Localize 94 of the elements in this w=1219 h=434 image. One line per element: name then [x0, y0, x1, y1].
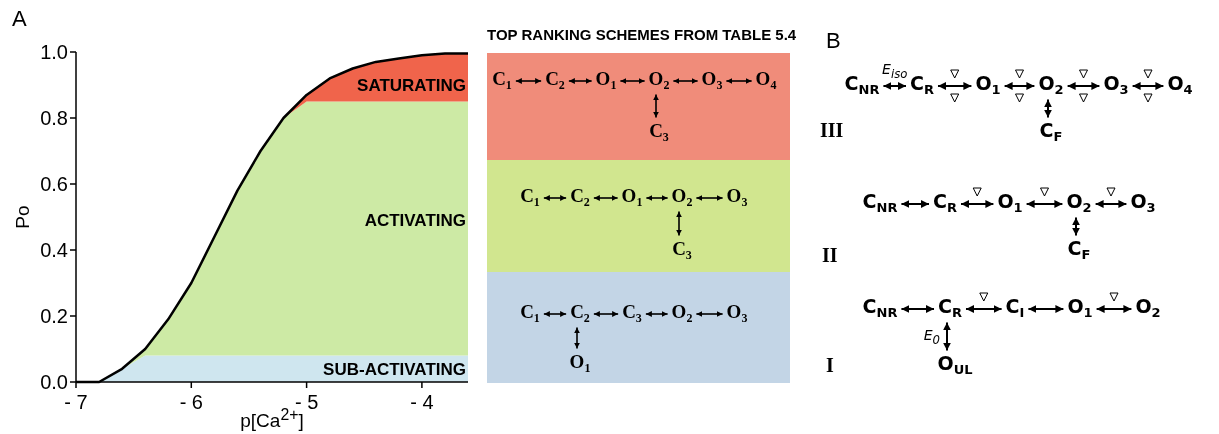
arrow — [960, 200, 995, 208]
state-label: C$_{3}$ — [649, 120, 669, 144]
arrow — [593, 195, 619, 201]
tick-label: 0.2 — [40, 306, 68, 326]
state-label: C$_{2}$ — [570, 301, 590, 325]
state-label: C$_{F}$ — [1039, 120, 1063, 144]
state-label: C$_{1}$ — [520, 185, 540, 209]
state-label: O$_{2}$ — [1066, 191, 1092, 215]
state-label: C$_{NR}$ — [862, 296, 898, 320]
arrow — [1066, 82, 1101, 90]
state-label: O$_{2}$ — [648, 68, 670, 92]
scheme-numeral: III — [820, 120, 844, 140]
arrow — [900, 200, 930, 208]
state-label: C$_{NR}$ — [844, 73, 880, 97]
state-label: O$_{1}$ — [621, 185, 643, 209]
arrow — [568, 78, 593, 84]
arrow — [1094, 200, 1128, 208]
arrow — [695, 311, 724, 317]
tick-label: - 4 — [410, 392, 434, 412]
state-label: O$_{3}$ — [726, 185, 748, 209]
arrow — [543, 195, 567, 201]
panel-letter: A — [12, 8, 27, 30]
tick-label: 0.8 — [40, 108, 68, 128]
tick-label: 0.4 — [40, 240, 68, 260]
scheme-numeral: I — [826, 355, 834, 375]
arrow — [645, 311, 669, 317]
arrow — [937, 82, 973, 90]
state-label: O$_{2}$ — [1135, 296, 1161, 320]
arrow — [1072, 216, 1080, 237]
panel-letter: B — [826, 30, 841, 52]
edge-label: E$_{iso}$ — [882, 62, 908, 81]
arrow — [1044, 98, 1052, 119]
state-label: C$_{F}$ — [1067, 238, 1091, 262]
state-label: O$_{3}$ — [1130, 191, 1156, 215]
state-label: O$_{2}$ — [671, 185, 693, 209]
tick-label: 0.6 — [40, 174, 68, 194]
edge-label: E$_{0}$ — [923, 327, 940, 346]
arrow — [543, 311, 567, 317]
state-label: O$_{1}$ — [1067, 296, 1093, 320]
tick-label: 1.0 — [40, 42, 68, 62]
arrow — [574, 326, 580, 350]
area-label: ACTIVATING — [364, 212, 466, 229]
arrow — [882, 82, 907, 90]
state-label: C$_{2}$ — [545, 68, 565, 92]
arrow — [725, 78, 753, 84]
state-label: O$_{3}$ — [701, 68, 723, 92]
arrow — [695, 195, 724, 201]
state-label: O$_{1}$ — [997, 191, 1023, 215]
arrow — [1095, 305, 1133, 313]
state-label: O$_{4}$ — [1167, 73, 1193, 97]
tick-label: - 6 — [179, 392, 203, 412]
state-label: O$_{2}$ — [671, 301, 693, 325]
state-label: O$_{1}$ — [975, 73, 1001, 97]
state-label: C$_{R}$ — [933, 191, 957, 215]
arrow — [1003, 82, 1036, 90]
state-label: O$_{2}$ — [1038, 73, 1064, 97]
arrow — [676, 210, 682, 237]
scheme-panel — [487, 160, 790, 272]
state-label: O$_{UL}$ — [937, 353, 973, 377]
scheme-panel — [487, 53, 790, 160]
arrow — [593, 311, 619, 317]
area-label: SUB-ACTIVATING — [323, 361, 466, 378]
state-label: O$_{3}$ — [1103, 73, 1129, 97]
state-label: C$_{R}$ — [938, 296, 962, 320]
heading: TOP RANKING SCHEMES FROM TABLE 5.4 — [487, 27, 797, 42]
tick-label: 0.0 — [40, 372, 68, 392]
state-label: C$_{2}$ — [570, 185, 590, 209]
axis-title: Po — [12, 205, 32, 229]
state-label: C$_{3}$ — [622, 301, 642, 325]
arrow — [900, 305, 935, 313]
state-label: O$_{1}$ — [595, 68, 617, 92]
tick-label: - 7 — [64, 392, 88, 412]
arrow — [943, 321, 951, 352]
arrow — [672, 78, 699, 84]
arrow — [645, 195, 669, 201]
arrow — [1025, 200, 1064, 208]
state-label: C$_{1}$ — [492, 68, 512, 92]
scheme-panel — [487, 272, 790, 383]
state-label: C$_{NR}$ — [862, 191, 898, 215]
arrow — [619, 78, 646, 84]
state-label: O$_{1}$ — [569, 351, 591, 375]
scheme-numeral: II — [822, 245, 838, 265]
arrow — [515, 78, 542, 84]
state-label: C$_{3}$ — [672, 238, 692, 262]
state-label: C$_{R}$ — [910, 73, 934, 97]
arrow — [1027, 305, 1065, 313]
area-label: SATURATING — [357, 77, 466, 94]
state-label: C$_{1}$ — [520, 301, 540, 325]
arrow — [653, 93, 659, 119]
arrow — [965, 305, 1003, 313]
state-label: C$_{I}$ — [1005, 296, 1025, 320]
state-label: O$_{3}$ — [726, 301, 748, 325]
arrow — [1131, 82, 1165, 90]
state-label: O$_{4}$ — [755, 68, 777, 92]
